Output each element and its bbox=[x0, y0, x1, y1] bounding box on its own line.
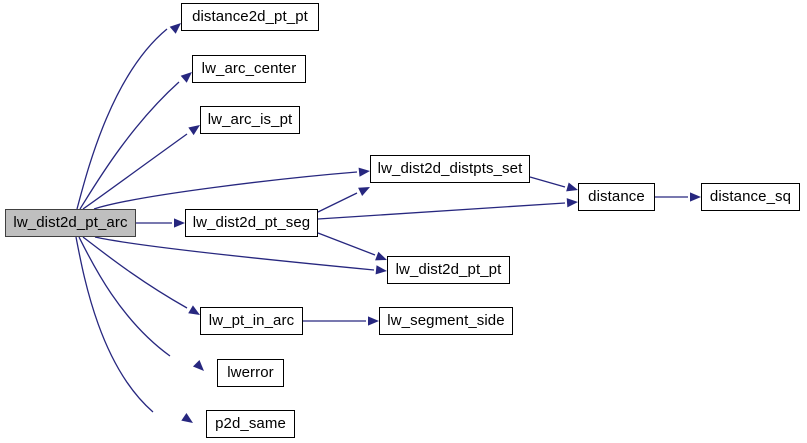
arrowhead-lw_dist2d_pt_arc-to-lw_arc_center bbox=[180, 72, 192, 83]
edge-lw_dist2d_pt_arc-to-distance2d_pt_pt bbox=[76, 28, 168, 210]
node-label-distance_sq: distance_sq bbox=[709, 188, 792, 205]
edge-lw_dist2d_pt_arc-to-lw_pt_in_arc bbox=[82, 236, 188, 309]
node-lw_dist2d_pt_pt[interactable]: lw_dist2d_pt_pt bbox=[387, 256, 510, 284]
edge-lw_dist2d_pt_arc-to-lw_dist2d_pt_pt bbox=[94, 236, 375, 271]
edge-lw_dist2d_pt_arc-to-p2d_same bbox=[75, 236, 154, 413]
node-lw_segment_side[interactable]: lw_segment_side bbox=[379, 307, 513, 335]
node-label-p2d_same: p2d_same bbox=[215, 415, 286, 432]
arrowhead-lw_dist2d_pt_arc-to-lw_dist2d_pt_pt bbox=[375, 265, 387, 275]
node-label-distance2d_pt_pt: distance2d_pt_pt bbox=[192, 8, 308, 25]
arrowhead-lw_dist2d_pt_seg-to-lw_dist2d_pt_pt bbox=[375, 251, 387, 261]
arrowhead-lw_dist2d_pt_arc-to-lw_dist2d_pt_seg bbox=[174, 218, 185, 228]
arrowhead-lw_dist2d_pt_arc-to-distance2d_pt_pt bbox=[169, 23, 181, 34]
node-label-lw_arc_center: lw_arc_center bbox=[201, 60, 297, 77]
node-label-distance: distance bbox=[588, 188, 645, 205]
node-lwerror[interactable]: lwerror bbox=[217, 359, 284, 387]
node-lw_arc_is_pt[interactable]: lw_arc_is_pt bbox=[200, 106, 300, 134]
node-label-lw_dist2d_distpts_set: lw_dist2d_distpts_set bbox=[377, 160, 523, 177]
node-label-lw_dist2d_pt_seg: lw_dist2d_pt_seg bbox=[192, 214, 311, 231]
node-lw_dist2d_pt_arc[interactable]: lw_dist2d_pt_arc bbox=[5, 209, 136, 237]
edge-lw_dist2d_pt_seg-to-lw_dist2d_pt_pt bbox=[317, 232, 376, 256]
node-distance[interactable]: distance bbox=[578, 183, 655, 211]
edge-lw_dist2d_pt_arc-to-lw_arc_is_pt bbox=[82, 133, 188, 210]
arrowhead-lw_dist2d_pt_arc-to-lwerror bbox=[192, 359, 204, 371]
node-label-lw_segment_side: lw_segment_side bbox=[387, 312, 505, 329]
node-distance2d_pt_pt[interactable]: distance2d_pt_pt bbox=[181, 3, 319, 31]
arrowhead-lw_pt_in_arc-to-lw_segment_side bbox=[368, 316, 379, 326]
edge-lw_dist2d_pt_arc-to-lwerror bbox=[78, 236, 171, 357]
arrowhead-lw_dist2d_pt_seg-to-distance bbox=[566, 198, 578, 208]
edge-lw_dist2d_pt_arc-to-lw_arc_center bbox=[79, 81, 180, 210]
node-p2d_same[interactable]: p2d_same bbox=[206, 410, 295, 438]
arrowhead-lw_dist2d_pt_arc-to-lw_arc_is_pt bbox=[188, 125, 200, 136]
arrowhead-lw_dist2d_pt_seg-to-lw_dist2d_distpts_set bbox=[358, 187, 370, 196]
node-lw_arc_center[interactable]: lw_arc_center bbox=[192, 55, 306, 83]
node-label-lw_arc_is_pt: lw_arc_is_pt bbox=[207, 111, 293, 128]
arrowhead-distance-to-distance_sq bbox=[690, 192, 701, 202]
arrowhead-lw_dist2d_distpts_set-to-distance bbox=[566, 182, 578, 192]
node-label-lw_dist2d_pt_arc: lw_dist2d_pt_arc bbox=[13, 214, 128, 231]
edge-lw_dist2d_pt_arc-to-lw_dist2d_distpts_set bbox=[93, 171, 358, 210]
arrowhead-lw_dist2d_pt_arc-to-lw_dist2d_distpts_set bbox=[358, 167, 370, 177]
node-label-lw_pt_in_arc: lw_pt_in_arc bbox=[208, 312, 295, 329]
edge-lw_dist2d_pt_seg-to-distance bbox=[317, 202, 566, 220]
node-lw_pt_in_arc[interactable]: lw_pt_in_arc bbox=[200, 307, 303, 335]
node-lw_dist2d_pt_seg[interactable]: lw_dist2d_pt_seg bbox=[185, 209, 318, 237]
edge-lw_dist2d_pt_seg-to-lw_dist2d_distpts_set bbox=[317, 192, 358, 213]
node-label-lwerror: lwerror bbox=[227, 364, 274, 381]
node-distance_sq[interactable]: distance_sq bbox=[701, 183, 800, 211]
node-label-lw_dist2d_pt_pt: lw_dist2d_pt_pt bbox=[395, 261, 502, 278]
node-lw_dist2d_distpts_set[interactable]: lw_dist2d_distpts_set bbox=[370, 155, 530, 183]
arrowhead-lw_dist2d_pt_arc-to-p2d_same bbox=[181, 413, 193, 423]
edge-lw_dist2d_distpts_set-to-distance bbox=[529, 176, 566, 188]
arrowhead-lw_dist2d_pt_arc-to-lw_pt_in_arc bbox=[188, 305, 200, 315]
